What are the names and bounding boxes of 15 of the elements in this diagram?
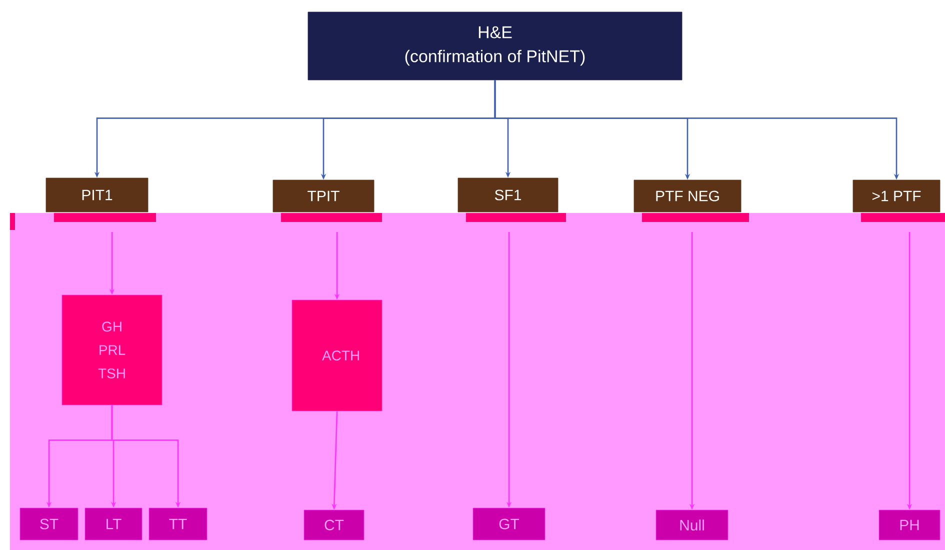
marker-box: PTF NEG bbox=[634, 180, 742, 212]
marker-box: SF1 bbox=[458, 178, 558, 212]
subtype-box: Null bbox=[656, 510, 728, 540]
subtype-box: GT bbox=[472, 508, 546, 540]
subtype-box: LT bbox=[84, 508, 142, 540]
hormone-box: ACTH bbox=[292, 300, 382, 412]
subtype-box: ST bbox=[20, 508, 78, 540]
header-box: H&E (confirmation of PitNET) bbox=[308, 12, 682, 80]
subtype-box: PH bbox=[878, 510, 940, 540]
marker-box: >1 PTF bbox=[852, 180, 940, 212]
hormone-box: GH PRL TSH bbox=[62, 294, 162, 406]
subtype-box: TT bbox=[148, 508, 208, 540]
marker-box: TPIT bbox=[272, 180, 374, 212]
subtype-box: CT bbox=[304, 510, 364, 540]
marker-box: PIT1 bbox=[46, 178, 148, 212]
